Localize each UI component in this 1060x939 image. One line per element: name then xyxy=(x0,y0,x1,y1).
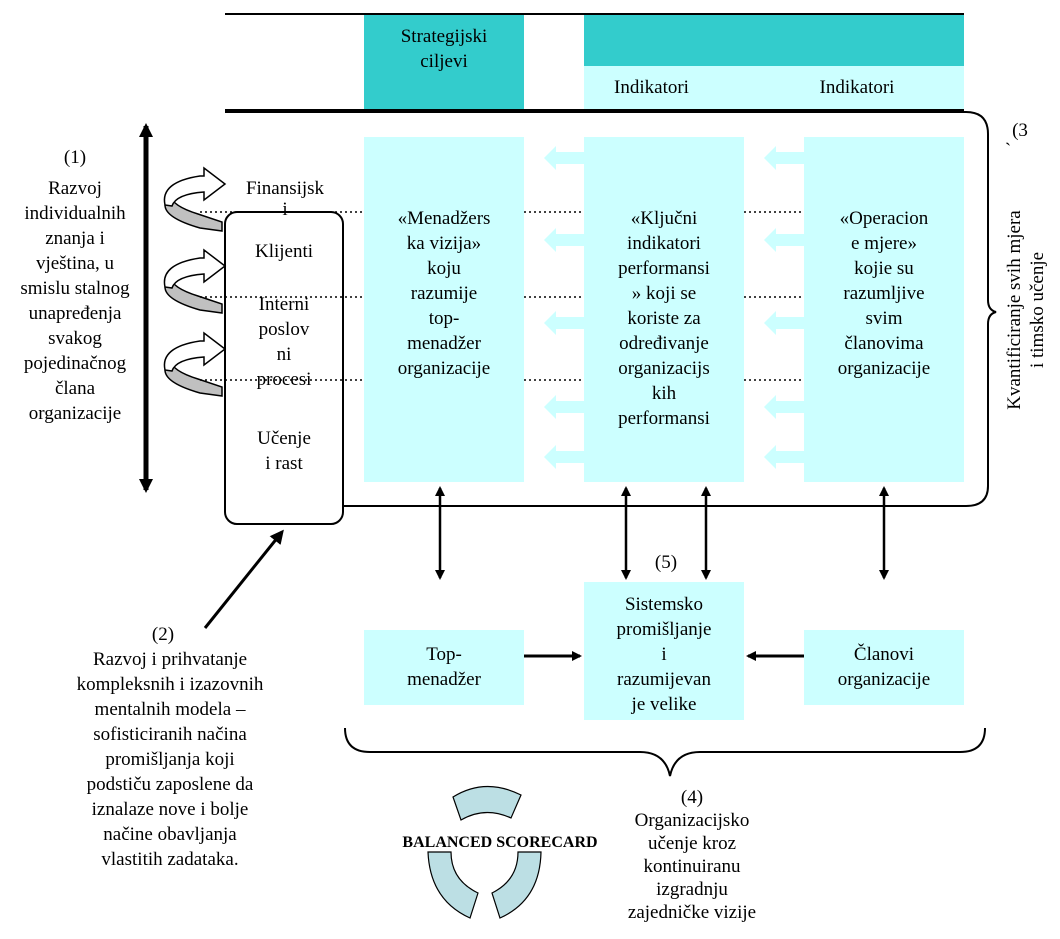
balanced-scorecard-label: BALANCED SCORECARD xyxy=(402,834,598,851)
systemic-thinking-label: Sistemsko promišljanje i razumijevan je … xyxy=(616,594,712,715)
systemic-thinking-box xyxy=(584,582,744,720)
perspective-clients: Klijenti xyxy=(254,241,314,262)
flow-arrows xyxy=(544,146,804,469)
indicators-label-right: Indikatori xyxy=(819,77,895,98)
strategic-goals-label: Strategijski ciljevi xyxy=(400,26,488,72)
curl-arrow-2-icon xyxy=(163,248,227,314)
label-3-tick: ` xyxy=(1004,140,1012,161)
indicators-label-left: Indikatori xyxy=(614,77,689,98)
vision-column xyxy=(364,137,524,482)
label-1: (1) Razvoj individualnih znanja i vješti… xyxy=(20,147,130,424)
bsc-ring-icon xyxy=(427,785,542,919)
members-box xyxy=(804,630,964,705)
kpi-column xyxy=(584,137,744,482)
members-label: Članovi organizacije xyxy=(837,644,931,690)
indicators-header-band xyxy=(584,14,964,66)
brace-4 xyxy=(344,727,986,777)
label-2: (2) Razvoj i prihvatanje kompleksnih i i… xyxy=(76,624,264,870)
kpi-text: «Ključni indikatori performansi » koji s… xyxy=(618,208,710,429)
top-manager-label: Top- menadžer xyxy=(407,644,481,690)
curl-arrow-1-icon xyxy=(163,166,227,232)
perspective-learning: Učenje i rast xyxy=(257,428,311,474)
top-manager-box xyxy=(364,630,524,705)
bracket-3 xyxy=(225,111,997,507)
operational-text: «Operacion e mjere» kojie su razumljive … xyxy=(837,208,931,379)
curl-arrow-3-icon xyxy=(163,331,227,397)
strategic-goals-header xyxy=(364,14,524,110)
label-5: (5) xyxy=(654,552,678,573)
label-3-number: (3 xyxy=(1012,120,1028,141)
perspective-internal: Interni poslov ni procesi xyxy=(256,294,312,390)
perspectives-box xyxy=(224,211,344,525)
operational-column xyxy=(804,137,964,482)
perspective-finance: Finansijsk i xyxy=(245,178,325,220)
label-4: (4) Organizacijsko učenje kroz kontinuir… xyxy=(627,787,757,923)
label-3-text: Kvantificiranje svih mjera i timsko učen… xyxy=(1004,210,1048,410)
indicators-header-lower xyxy=(584,66,964,110)
vision-text: «Menadžers ka vizija» koju razumije top-… xyxy=(397,208,491,379)
